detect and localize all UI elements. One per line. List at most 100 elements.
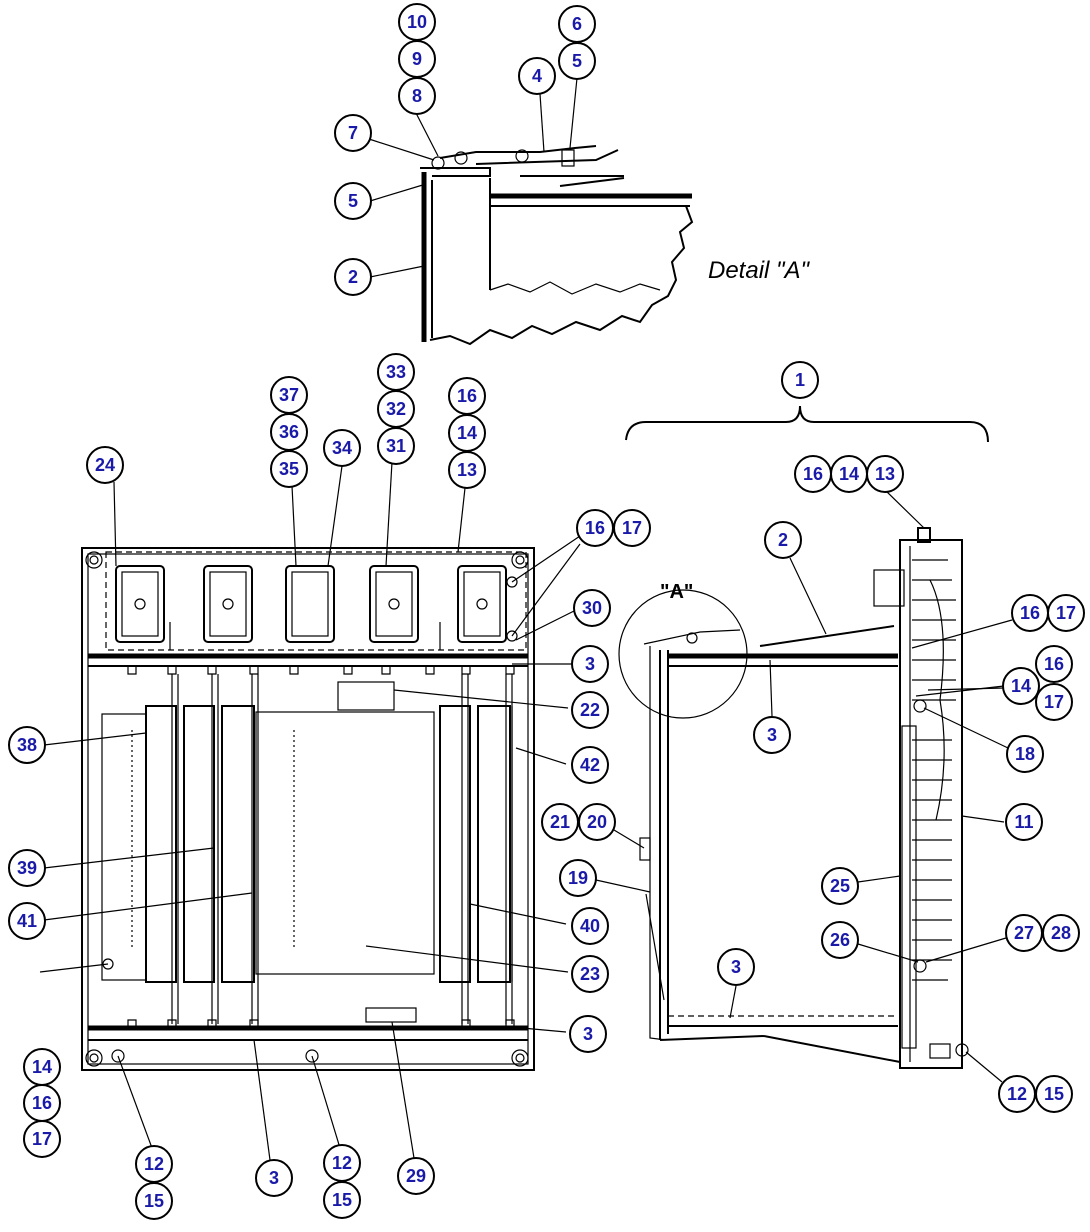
callout-balloon: 35 (270, 450, 308, 488)
callout-balloon: 29 (397, 1157, 435, 1195)
svg-text:6: 6 (572, 14, 582, 34)
callout-balloon: 22 (571, 691, 609, 729)
svg-text:1: 1 (795, 370, 805, 390)
svg-text:25: 25 (830, 876, 850, 896)
svg-text:36: 36 (279, 422, 299, 442)
callout-balloon: 17 (23, 1120, 61, 1158)
callout-balloon: 32 (377, 390, 415, 428)
svg-text:18: 18 (1015, 744, 1035, 764)
svg-text:17: 17 (1044, 692, 1064, 712)
svg-text:17: 17 (1056, 603, 1076, 623)
svg-text:16: 16 (585, 518, 605, 538)
callout-balloon: 2 (764, 521, 802, 559)
callout-balloon: 15 (135, 1182, 173, 1220)
callout-balloon: 28 (1042, 914, 1080, 952)
svg-text:16: 16 (1044, 654, 1064, 674)
svg-text:3: 3 (585, 654, 595, 674)
callout-balloon: 16 (1011, 594, 1049, 632)
callout-balloon: 14 (448, 414, 486, 452)
svg-text:34: 34 (332, 438, 352, 458)
svg-text:3: 3 (583, 1024, 593, 1044)
svg-text:14: 14 (1011, 676, 1031, 696)
detail-a-reference: "A" (660, 581, 693, 603)
callout-balloon: 30 (573, 589, 611, 627)
callout-balloon: 3 (571, 645, 609, 683)
svg-text:4: 4 (532, 66, 542, 86)
callout-balloon: 16 (448, 377, 486, 415)
callout-balloon: 16 (794, 455, 832, 493)
svg-text:19: 19 (568, 868, 588, 888)
svg-text:22: 22 (580, 700, 600, 720)
callout-balloon: 9 (398, 40, 436, 78)
callout-balloon: 26 (821, 921, 859, 959)
svg-text:26: 26 (830, 930, 850, 950)
svg-text:28: 28 (1051, 923, 1071, 943)
callout-balloon: 5 (334, 182, 372, 220)
callout-balloon: 24 (86, 446, 124, 484)
svg-text:7: 7 (348, 123, 358, 143)
svg-text:3: 3 (767, 725, 777, 745)
svg-text:10: 10 (407, 12, 427, 32)
svg-text:15: 15 (332, 1190, 352, 1210)
callout-balloon: 41 (8, 902, 46, 940)
svg-text:30: 30 (582, 598, 602, 618)
callout-balloon: 14 (23, 1048, 61, 1086)
callout-balloon: 12 (323, 1144, 361, 1182)
svg-text:13: 13 (875, 464, 895, 484)
callout-balloon: 14 (830, 455, 868, 493)
svg-text:2: 2 (778, 530, 788, 550)
callout-balloon: 17 (613, 509, 651, 547)
svg-text:12: 12 (144, 1154, 164, 1174)
callout-balloon: 4 (518, 57, 556, 95)
svg-text:17: 17 (32, 1129, 52, 1149)
svg-text:9: 9 (412, 49, 422, 69)
callout-balloon: 14 (1002, 667, 1040, 705)
callout-balloon: 31 (377, 427, 415, 465)
callout-balloon: 42 (571, 746, 609, 784)
svg-text:33: 33 (386, 362, 406, 382)
callout-balloon: 23 (571, 955, 609, 993)
svg-text:3: 3 (731, 957, 741, 977)
svg-text:5: 5 (572, 51, 582, 71)
callout-balloon: 20 (578, 803, 616, 841)
svg-text:15: 15 (1044, 1084, 1064, 1104)
svg-text:38: 38 (17, 735, 37, 755)
callout-balloon: 17 (1047, 594, 1085, 632)
callout-balloon: 6 (558, 5, 596, 43)
front-view-drawing (39, 461, 581, 1161)
svg-text:35: 35 (279, 459, 299, 479)
svg-text:39: 39 (17, 858, 37, 878)
callout-balloon: 33 (377, 353, 415, 391)
callout-balloon: 7 (334, 114, 372, 152)
callout-balloon: 3 (255, 1159, 293, 1197)
callout-balloon: 18 (1006, 735, 1044, 773)
svg-text:40: 40 (580, 916, 600, 936)
callout-balloon: 5 (558, 42, 596, 80)
callout-balloon: 40 (571, 907, 609, 945)
detail-a-drawing (368, 77, 694, 346)
callout-balloon: 13 (866, 455, 904, 493)
svg-text:29: 29 (406, 1166, 426, 1186)
svg-text:17: 17 (622, 518, 642, 538)
callout-balloon: 2 (334, 258, 372, 296)
svg-text:41: 41 (17, 911, 37, 931)
callout-balloon: 34 (323, 429, 361, 467)
callouts: 10 9 8 6 5 4 7 5 2 37 36 35 34 33 32 31 … (8, 3, 1085, 1220)
svg-text:16: 16 (32, 1093, 52, 1113)
svg-text:14: 14 (839, 464, 859, 484)
svg-text:31: 31 (386, 436, 406, 456)
svg-text:16: 16 (457, 386, 477, 406)
callout-balloon: 37 (270, 376, 308, 414)
svg-text:15: 15 (144, 1191, 164, 1211)
callout-balloon: 19 (559, 859, 597, 897)
callout-balloon: 15 (323, 1181, 361, 1219)
callout-balloon: 12 (998, 1075, 1036, 1113)
callout-balloon: 39 (8, 849, 46, 887)
svg-text:14: 14 (457, 423, 477, 443)
callout-balloon: 27 (1005, 914, 1043, 952)
svg-text:2: 2 (348, 267, 358, 287)
callout-balloon: 38 (8, 726, 46, 764)
detail-a-caption: Detail "A" (708, 257, 811, 284)
callout-balloon: 12 (135, 1145, 173, 1183)
svg-text:13: 13 (457, 460, 477, 480)
